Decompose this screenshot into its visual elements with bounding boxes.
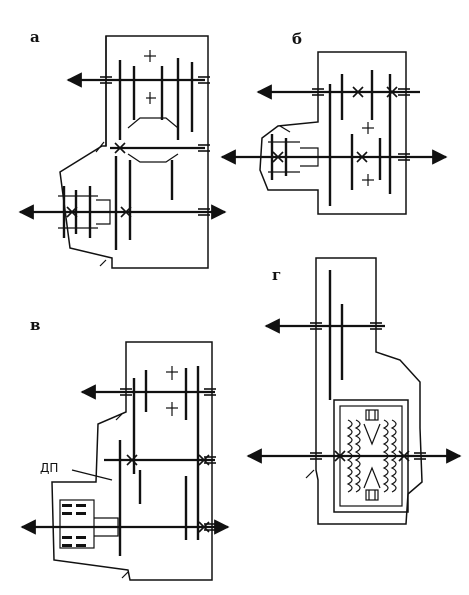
label-g: г [272, 266, 281, 284]
scheme-g [246, 257, 462, 525]
scheme-a [18, 35, 227, 269]
label-v: в [30, 316, 40, 334]
scheme-g-housing [315, 257, 423, 525]
scheme-g-inner-housing [333, 399, 409, 513]
label-a: а [30, 28, 40, 46]
label-b: б [292, 30, 302, 48]
scheme-g-right-coil [382, 419, 389, 493]
scheme-b [220, 51, 448, 215]
scheme-v [20, 341, 230, 581]
scheme-v-dp-pointer [71, 469, 113, 481]
scheme-g-left-coil [346, 419, 353, 493]
label-dp: ДП [40, 461, 58, 475]
scheme-v-housing [51, 341, 213, 581]
scheme-b-housing [259, 51, 407, 215]
scheme-v-side-box [59, 499, 119, 549]
scheme-a-housing [59, 35, 209, 269]
